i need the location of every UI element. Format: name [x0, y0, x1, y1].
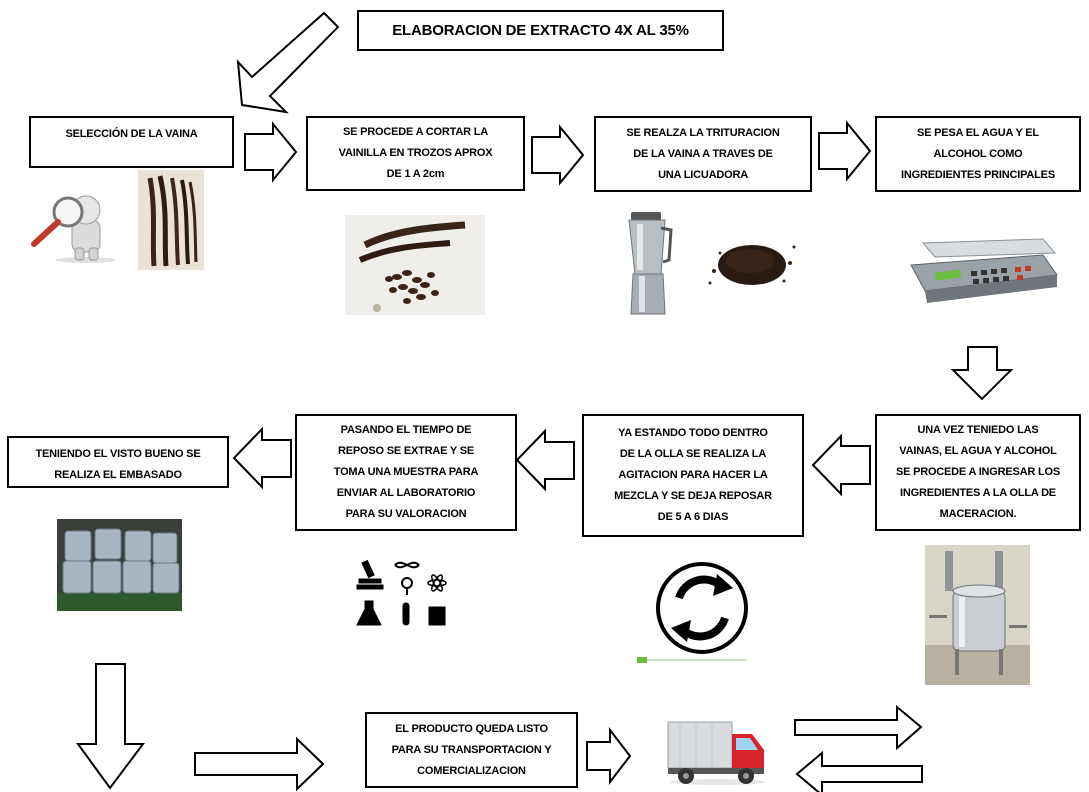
cut-vanilla-photo — [345, 215, 485, 315]
arrow-right-3 — [818, 120, 872, 182]
containers-photo — [57, 519, 182, 611]
laboratory-icons — [356, 559, 447, 626]
step-load-box: UNA VEZ TENIEDO LAS VAINAS, EL AGUA Y AL… — [875, 414, 1081, 531]
scale-icon — [910, 238, 1058, 303]
arrow-diagonal-title-to-selection — [236, 11, 340, 114]
step-ready-box: EL PRODUCTO QUEDA LISTO PARA SU TRANSPOR… — [365, 712, 578, 788]
maceration-tank-photo — [925, 545, 1030, 685]
magnifier-person-icon — [31, 195, 116, 263]
step-cut-box: SE PROCEDE A CORTAR LA VAINILLA EN TROZO… — [306, 116, 525, 191]
ground-vanilla-photo — [708, 245, 796, 285]
arrow-right-1 — [244, 121, 298, 183]
arrow-left-bottom — [795, 750, 923, 792]
diagram-title: ELABORACION DE EXTRACTO 4X AL 35% — [357, 10, 724, 51]
arrow-right-bottom-1 — [194, 736, 325, 792]
arrow-down-left — [76, 663, 145, 790]
step-sample-box: PASANDO EL TIEMPO DE REPOSO SE EXTRAE Y … — [295, 414, 517, 531]
arrow-right-bottom-3 — [794, 704, 923, 751]
arrow-left-1 — [811, 433, 871, 497]
rotation-cycle-icon — [637, 562, 748, 663]
step-weigh-box: SE PESA EL AGUA Y EL ALCOHOL COMO INGRED… — [875, 116, 1081, 192]
blender-icon — [628, 212, 673, 315]
step-mix-box: YA ESTANDO TODO DENTRO DE LA OLLA SE REA… — [582, 414, 804, 537]
step-grind-box: SE REALZA LA TRITURACION DE LA VAINA A T… — [594, 116, 812, 192]
step-selection-box: SELECCIÓN DE LA VAINA — [29, 116, 234, 168]
arrow-right-2 — [531, 124, 585, 186]
delivery-truck-icon — [667, 721, 766, 785]
arrow-left-2 — [515, 428, 575, 492]
vanilla-pods-photo — [138, 170, 204, 270]
step-packaging-box: TENIENDO EL VISTO BUENO SE REALIZA EL EM… — [7, 436, 229, 488]
arrow-right-bottom-2 — [586, 727, 632, 785]
arrow-down-right — [950, 346, 1014, 401]
arrow-left-3 — [232, 426, 292, 490]
